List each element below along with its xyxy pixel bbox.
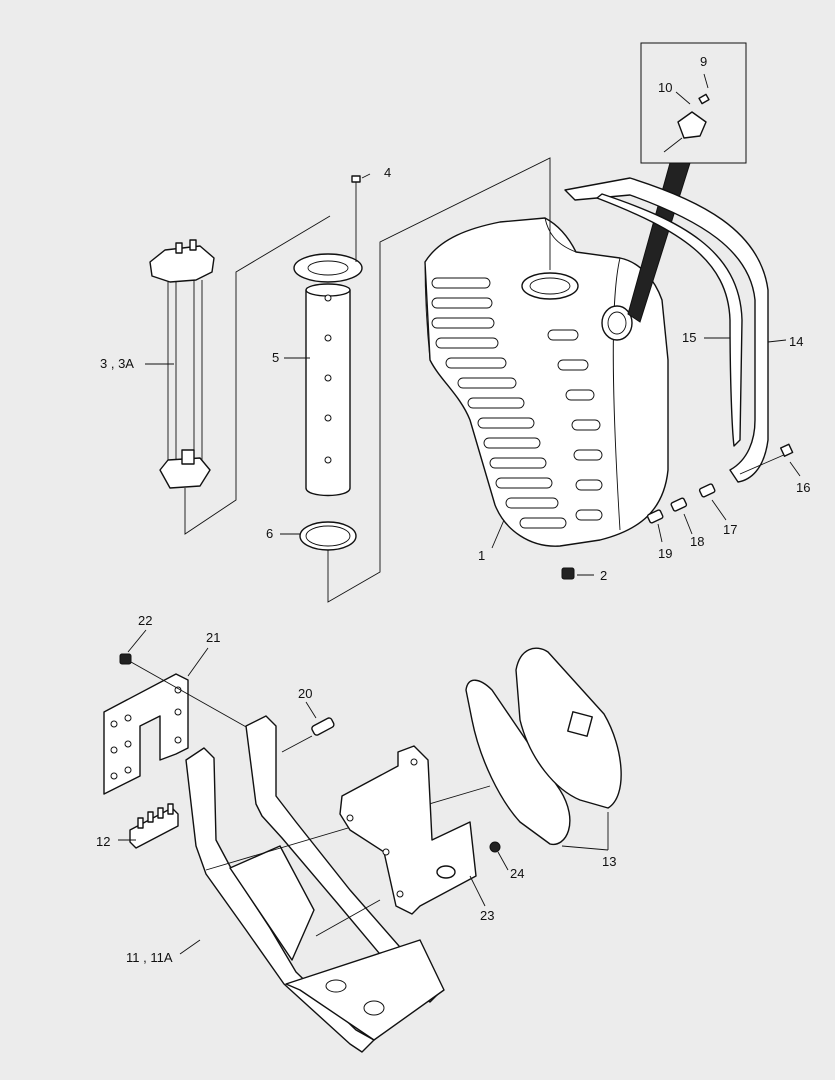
callout-21: 21 [206,630,220,645]
callout-23: 23 [480,908,494,923]
callout-15: 15 [682,330,696,345]
o-ring [299,521,357,551]
assembly-lines-top [184,157,551,603]
callout-24: 24 [510,866,524,881]
callout-20: 20 [298,686,312,701]
callout-13: 13 [602,854,616,869]
strap-bolt [739,443,794,475]
callout-6: 6 [266,526,273,541]
wire-clamp [129,803,179,849]
callout-14: 14 [789,334,803,349]
callout-1: 1 [478,548,485,563]
filler-screen [293,253,363,497]
spacer-17 [698,483,716,498]
callout-16: 16 [796,480,810,495]
callout-11-11a: 11 , 11A [126,950,173,965]
mount-plate [103,673,189,795]
callout-10: 10 [658,80,672,95]
callout-3-3a: 3 , 3A [100,356,134,371]
fuel-tank [424,217,669,547]
sensor-detail-box [627,42,747,323]
callout-5: 5 [272,350,279,365]
callout-4: 4 [384,165,391,180]
callout-9: 9 [700,54,707,69]
spacer-19 [646,509,664,524]
callout-17: 17 [723,522,737,537]
seat-cushion [465,647,622,846]
pin [281,717,335,753]
seat-bracket [339,745,477,915]
plate-bolt [119,653,249,729]
callout-leaders [118,73,801,955]
filler-neck [601,305,633,341]
tank-filler-opening [521,272,579,300]
callout-18: 18 [690,534,704,549]
callout-22: 22 [138,613,152,628]
screen-bolt [351,175,361,262]
drain-plug [561,567,575,580]
fuel-level-sender [149,239,215,489]
callout-12: 12 [96,834,110,849]
seat-frame [185,715,491,1053]
callout-2: 2 [600,568,607,583]
strap-liner [596,193,743,447]
callout-19: 19 [658,546,672,561]
nut [489,841,501,853]
spacer-18 [670,497,688,512]
tank-ribs [431,277,603,529]
tank-strap [564,177,769,483]
